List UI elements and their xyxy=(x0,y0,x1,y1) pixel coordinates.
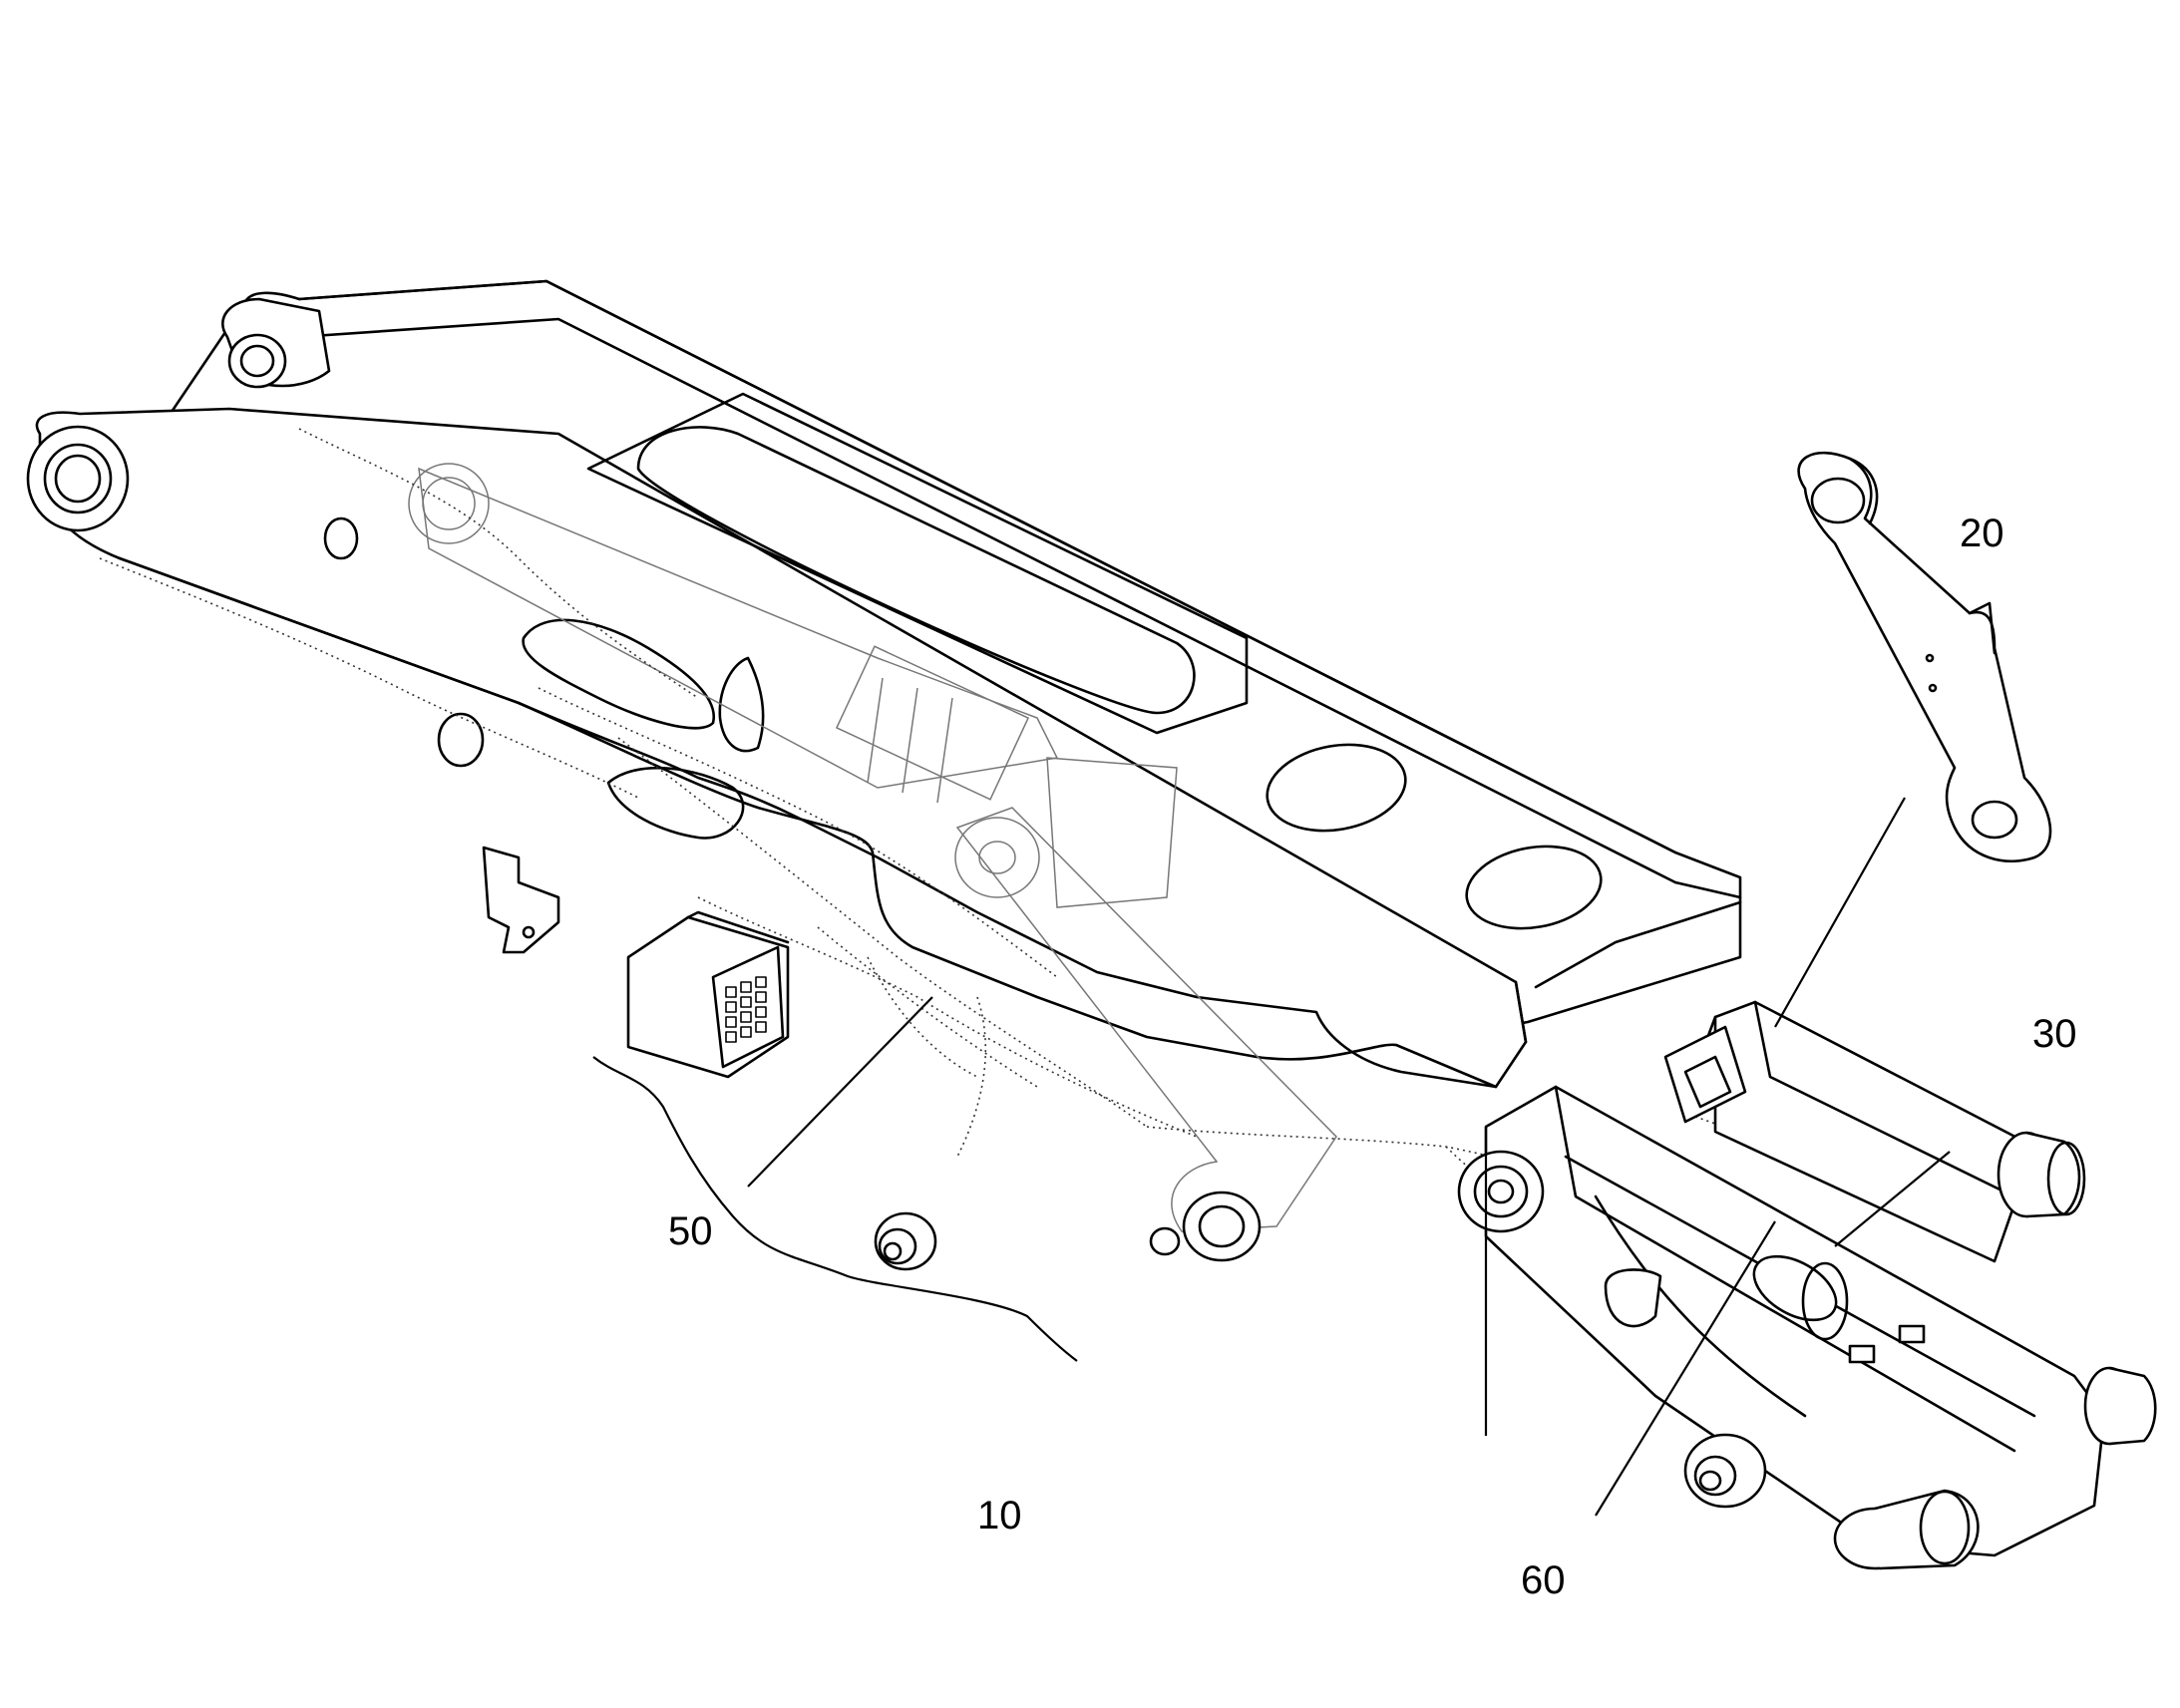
leader-10 xyxy=(592,1056,1078,1362)
label-50: 50 xyxy=(668,1209,713,1253)
link-part xyxy=(1797,451,2052,863)
bolt-head-top xyxy=(1457,1150,1545,1233)
leader-20 xyxy=(1774,797,1906,1028)
inner-arm xyxy=(954,757,1337,1262)
grommet-plug xyxy=(874,1211,937,1271)
connector-pin-grid xyxy=(725,976,767,1043)
boom-body xyxy=(26,279,1742,1089)
reference-numerals: 10 20 30 50 60 xyxy=(668,512,2077,1602)
hydraulic-cylinder xyxy=(408,463,1059,804)
bolt-head-bottom xyxy=(1683,1433,1767,1509)
leader-lines xyxy=(592,797,1951,1517)
label-60: 60 xyxy=(1521,1558,1566,1602)
label-20: 20 xyxy=(1960,512,2004,555)
leader-50 xyxy=(747,996,933,1188)
front-linkage xyxy=(1457,1000,2157,1570)
leader-30 xyxy=(1834,1151,1951,1247)
mounting-bracket xyxy=(482,846,560,954)
label-30: 30 xyxy=(2032,1012,2077,1056)
label-10: 10 xyxy=(977,1494,1022,1537)
leader-60 xyxy=(1595,1220,1776,1517)
connector-box xyxy=(626,910,790,1079)
